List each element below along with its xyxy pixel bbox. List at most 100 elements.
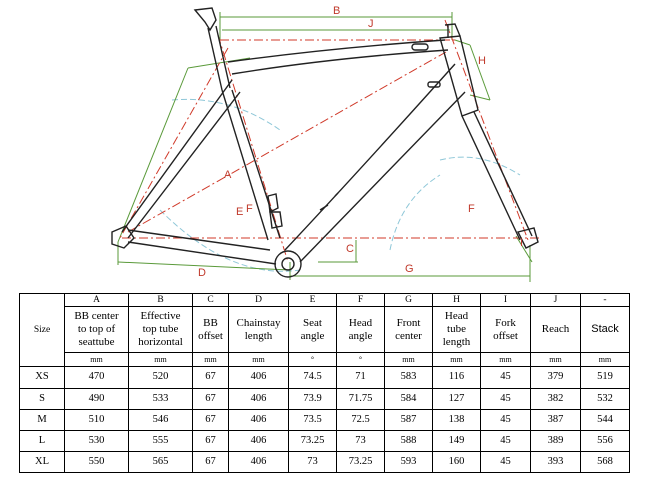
column-name-line: angle bbox=[300, 329, 325, 342]
table-cell: 593 bbox=[384, 450, 433, 474]
column-letter: A bbox=[64, 292, 129, 308]
column-unit: mm bbox=[480, 352, 531, 368]
column-name-line: seattube bbox=[78, 336, 115, 349]
table-cell: 74.5 bbox=[288, 366, 337, 389]
column-name-line: Reach bbox=[541, 323, 570, 336]
size-label: S bbox=[19, 387, 65, 410]
column-name-line: Front bbox=[396, 316, 421, 329]
table-cell: 533 bbox=[128, 387, 193, 410]
size-header: Size bbox=[19, 292, 65, 368]
table-cell: 73.25 bbox=[336, 450, 385, 474]
column-name-line: Fork bbox=[495, 316, 516, 329]
column-unit: mm bbox=[64, 352, 129, 368]
column-name-line: to top of bbox=[77, 323, 116, 336]
table-cell: 45 bbox=[480, 366, 531, 389]
table-cell: 73 bbox=[336, 429, 385, 452]
label-i: I bbox=[520, 237, 523, 249]
column-unit: mm bbox=[384, 352, 433, 368]
table-cell: 45 bbox=[480, 408, 531, 431]
column-name-line: offset bbox=[198, 329, 223, 342]
column-letter: C bbox=[192, 292, 229, 308]
table-cell: 583 bbox=[384, 366, 433, 389]
table-cell: 555 bbox=[128, 429, 193, 452]
column-letter: F bbox=[336, 292, 385, 308]
frame-outline bbox=[111, 7, 539, 278]
column-name: Stack bbox=[580, 306, 630, 354]
table-cell: 490 bbox=[64, 387, 129, 410]
column-name-line: length bbox=[244, 329, 273, 342]
column-letter: B bbox=[128, 292, 193, 308]
size-label: L bbox=[19, 429, 65, 452]
table-cell: 406 bbox=[228, 408, 289, 431]
column-name-line: Chainstay bbox=[236, 316, 281, 329]
table-cell: 387 bbox=[530, 408, 581, 431]
table-cell: 379 bbox=[530, 366, 581, 389]
table-cell: 568 bbox=[580, 450, 630, 474]
label-b: B bbox=[333, 5, 340, 17]
bike-frame-geometry-drawing: B J H A E F F C D G I bbox=[111, 5, 540, 282]
table-cell: 45 bbox=[480, 450, 531, 474]
column-unit: mm bbox=[580, 352, 630, 368]
table-cell: 71 bbox=[336, 366, 385, 389]
centerlines bbox=[119, 19, 540, 263]
table-cell: 149 bbox=[432, 429, 481, 452]
table-cell: 71.75 bbox=[336, 387, 385, 410]
table-cell: 532 bbox=[580, 387, 630, 410]
column-unit: mm bbox=[128, 352, 193, 368]
table-cell: 556 bbox=[580, 429, 630, 452]
column-name-line: Stack bbox=[591, 323, 619, 336]
table-cell: 565 bbox=[128, 450, 193, 474]
angle-arcs bbox=[159, 98, 521, 272]
table-cell: 382 bbox=[530, 387, 581, 410]
table-cell: 116 bbox=[432, 366, 481, 389]
label-d: D bbox=[198, 267, 206, 279]
table-cell: 73.5 bbox=[288, 408, 337, 431]
dimension-lines bbox=[117, 12, 533, 282]
column-letter: G bbox=[384, 292, 433, 308]
column-name: Reach bbox=[530, 306, 581, 354]
column-name-line: top tube bbox=[142, 323, 179, 336]
table-cell: 406 bbox=[228, 366, 289, 389]
label-a: A bbox=[224, 169, 232, 181]
table-cell: 138 bbox=[432, 408, 481, 431]
label-g: G bbox=[405, 263, 414, 275]
table-cell: 67 bbox=[192, 387, 229, 410]
table-cell: 73 bbox=[288, 450, 337, 474]
column-name-line: Head bbox=[348, 316, 373, 329]
table-cell: 406 bbox=[228, 387, 289, 410]
table-cell: 550 bbox=[64, 450, 129, 474]
column-letter: D bbox=[228, 292, 289, 308]
table-cell: 546 bbox=[128, 408, 193, 431]
table-cell: 160 bbox=[432, 450, 481, 474]
table-cell: 389 bbox=[530, 429, 581, 452]
dimension-labels: B J H A E F F C D G I bbox=[198, 5, 523, 279]
size-label: XL bbox=[19, 450, 65, 474]
column-letter: H bbox=[432, 292, 481, 308]
column-name-line: horizontal bbox=[138, 336, 183, 349]
column-unit: mm bbox=[432, 352, 481, 368]
label-f-rear: F bbox=[246, 203, 253, 215]
size-label: M bbox=[19, 408, 65, 431]
table-cell: 406 bbox=[228, 429, 289, 452]
column-unit: mm bbox=[228, 352, 289, 368]
table-cell: 519 bbox=[580, 366, 630, 389]
table-cell: 588 bbox=[384, 429, 433, 452]
table-cell: 406 bbox=[228, 450, 289, 474]
table-cell: 67 bbox=[192, 429, 229, 452]
table-cell: 544 bbox=[580, 408, 630, 431]
table-cell: 73.25 bbox=[288, 429, 337, 452]
column-letter: E bbox=[288, 292, 337, 308]
table-cell: 72.5 bbox=[336, 408, 385, 431]
column-name-line: length bbox=[442, 336, 471, 349]
